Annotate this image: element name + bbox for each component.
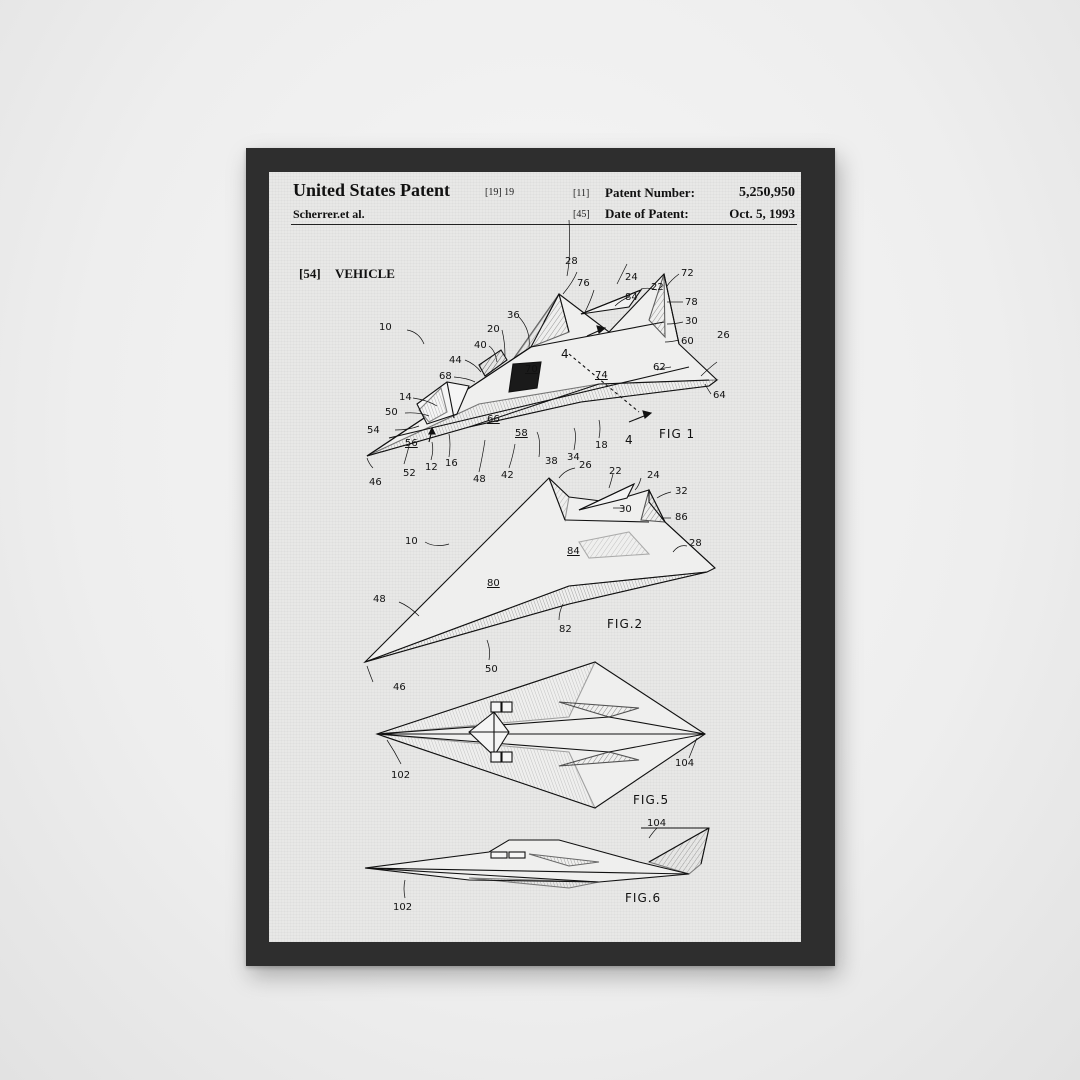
fig6-label-104: 104 <box>647 818 666 829</box>
fig2-label-28: 28 <box>689 538 702 549</box>
fig2-label-30: 30 <box>619 504 632 515</box>
fig1-label-30: 30 <box>685 316 698 327</box>
fig1-label-4-top: 4 <box>561 347 570 361</box>
fig6-reference-labels: 104 102 FIG.6 <box>393 818 666 913</box>
fig1-label-66: 66 <box>487 414 500 425</box>
fig1-label-58: 58 <box>515 428 528 439</box>
patent-date: Oct. 5, 1993 <box>729 206 795 221</box>
fig1-label-68: 68 <box>439 371 452 382</box>
fig1-label-22: 22 <box>651 282 664 293</box>
fig1-label-70: 70 <box>525 364 538 375</box>
fig2-label-86: 86 <box>675 512 688 523</box>
fig1-label-52: 52 <box>403 468 416 479</box>
fig1-label-42: 42 <box>501 470 514 481</box>
fig5-reference-labels: 102 104 FIG.5 <box>391 758 694 807</box>
fig2-label-46: 46 <box>393 682 406 693</box>
fig6-caption: FIG.6 <box>625 891 661 905</box>
fig1-label-10: 10 <box>379 322 392 333</box>
patent-drawings: 10 20 36 40 44 68 14 50 54 56 46 52 12 1… <box>363 219 730 913</box>
fig1-label-28: 28 <box>565 256 578 267</box>
fig1-label-4-bottom: 4 <box>625 433 634 447</box>
fig1-label-60: 60 <box>681 336 694 347</box>
patent-number-label: Patent Number: <box>605 185 695 200</box>
fig2-label-24: 24 <box>647 470 660 481</box>
invention-title: VEHICLE <box>335 266 395 281</box>
fig2-label-48: 48 <box>373 594 386 605</box>
fig1-label-64: 64 <box>713 390 726 401</box>
date-code: [45] <box>573 209 590 220</box>
fig1-label-36: 36 <box>507 310 520 321</box>
fig1-label-14: 14 <box>399 392 412 403</box>
header-rule <box>291 224 797 225</box>
fig1-caption: FIG 1 <box>659 427 695 441</box>
fig1-label-12: 12 <box>425 462 438 473</box>
fig1-label-38: 38 <box>545 456 558 467</box>
fig1-label-26: 26 <box>717 330 730 341</box>
fig1-label-20: 20 <box>487 324 500 335</box>
fig1-label-46: 46 <box>369 477 382 488</box>
fig1-label-56: 56 <box>405 438 418 449</box>
fig2-aircraft-drawing <box>363 477 716 664</box>
patent-print: United States Patent [19] 19 Scherrer.et… <box>269 172 801 942</box>
fig5-leader-lines <box>386 737 698 765</box>
fig1-label-40: 40 <box>474 340 487 351</box>
fig2-label-32: 32 <box>675 486 688 497</box>
fig1-label-62: 62 <box>653 362 666 373</box>
invention-code: [54] <box>299 266 321 281</box>
patent-number-code: [11] <box>573 188 590 199</box>
patent-number: 5,250,950 <box>739 185 795 200</box>
fig5-aircraft-drawing <box>375 661 706 809</box>
fig2-reference-labels: 10 26 22 24 32 30 86 84 28 80 48 82 50 4… <box>373 460 702 693</box>
fig6-aircraft-drawing <box>364 826 710 889</box>
fig1-label-18: 18 <box>595 440 608 451</box>
fig2-label-10: 10 <box>405 536 418 547</box>
fig1-label-54: 54 <box>367 425 380 436</box>
fig1-label-16: 16 <box>445 458 458 469</box>
fig2-label-50: 50 <box>485 664 498 675</box>
fig1-label-34: 34 <box>567 452 580 463</box>
fig5-caption: FIG.5 <box>633 793 669 807</box>
fig2-leader-lines <box>366 467 688 683</box>
fig2-label-26: 26 <box>579 460 592 471</box>
fig2-caption: FIG.2 <box>607 617 643 631</box>
fig1-label-72: 72 <box>681 268 694 279</box>
fig6-leader-lines <box>403 827 658 899</box>
inventor-name: Scherrer.et al. <box>293 207 365 221</box>
patent-header-code: [19] 19 <box>485 187 515 198</box>
fig6-label-102: 102 <box>393 902 412 913</box>
fig1-reference-labels: 10 20 36 40 44 68 14 50 54 56 46 52 12 1… <box>367 256 730 488</box>
fig2-label-84: 84 <box>567 546 580 557</box>
fig1-label-24: 24 <box>625 272 638 283</box>
date-label: Date of Patent: <box>605 206 689 221</box>
fig2-label-22: 22 <box>609 466 622 477</box>
fig1-label-44: 44 <box>449 355 462 366</box>
fig1-label-48: 48 <box>473 474 486 485</box>
fig5-label-104: 104 <box>675 758 694 769</box>
fig1-label-74: 74 <box>595 370 608 381</box>
patent-header-title: United States Patent <box>293 180 450 200</box>
fig1-label-84: 84 <box>625 292 638 303</box>
fig5-label-102: 102 <box>391 770 410 781</box>
fig2-label-82: 82 <box>559 624 572 635</box>
fig1-aircraft-drawing <box>366 272 719 457</box>
fig1-label-78: 78 <box>685 297 698 308</box>
fig2-label-80: 80 <box>487 578 500 589</box>
picture-frame: United States Patent [19] 19 Scherrer.et… <box>246 148 835 966</box>
fig1-label-50: 50 <box>385 407 398 418</box>
fig1-label-76: 76 <box>577 278 590 289</box>
fig1-leader-lines <box>366 219 718 473</box>
